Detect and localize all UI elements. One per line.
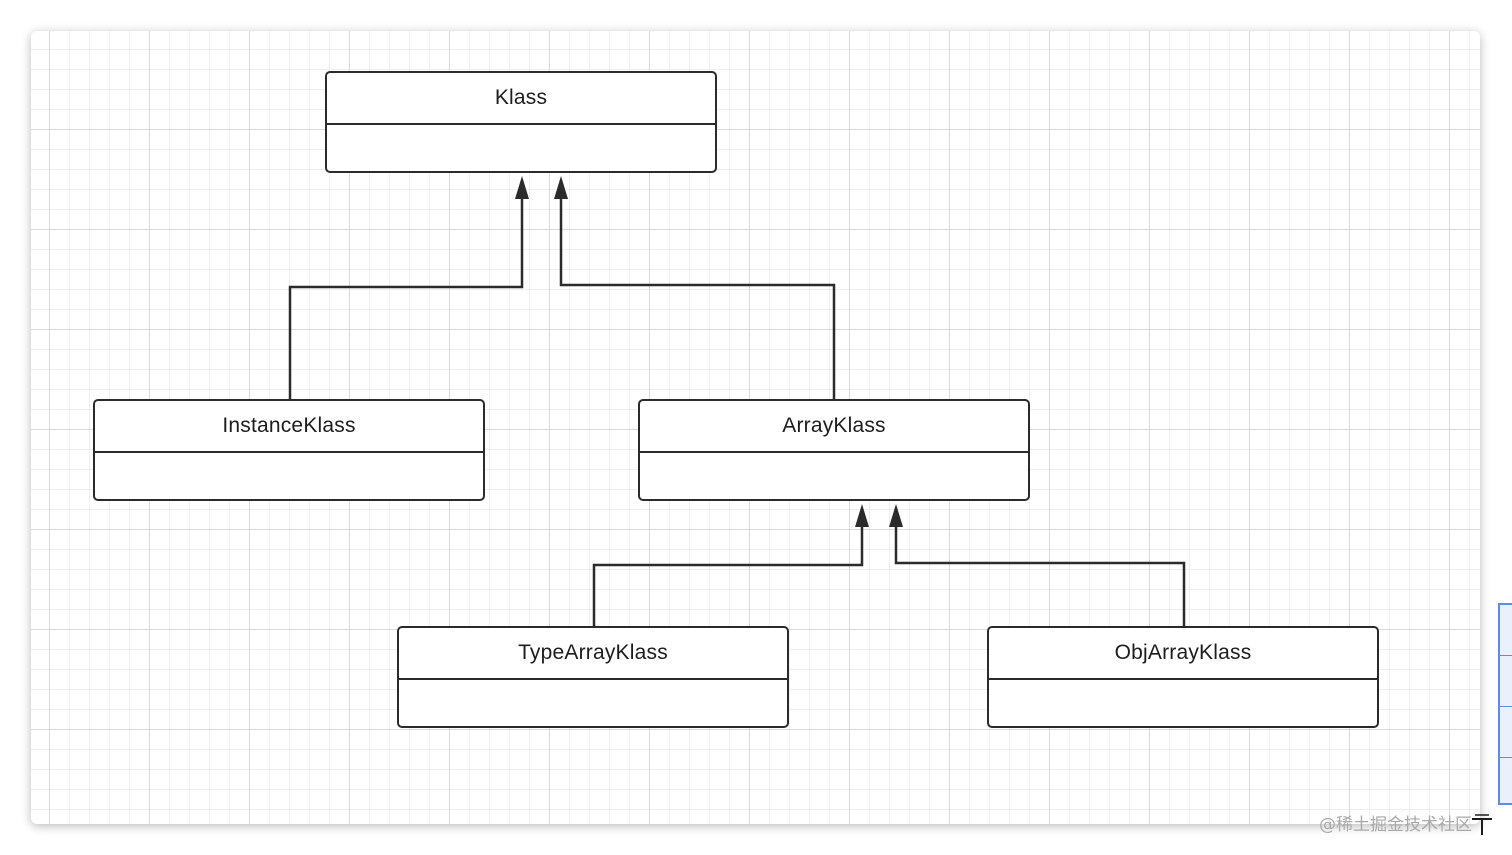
watermark: @稀土掘金技术社区 bbox=[1319, 815, 1472, 835]
cursor-icon bbox=[1472, 814, 1492, 835]
side-panel-edge[interactable] bbox=[1498, 603, 1512, 805]
class-name: Klass bbox=[327, 73, 715, 125]
class-name: TypeArrayKlass bbox=[399, 628, 787, 680]
class-arrayklass[interactable]: ArrayKlass bbox=[638, 399, 1030, 501]
class-name: InstanceKlass bbox=[95, 401, 483, 453]
class-klass[interactable]: Klass bbox=[325, 71, 717, 173]
class-typearrayklass[interactable]: TypeArrayKlass bbox=[397, 626, 789, 728]
class-instanceklass[interactable]: InstanceKlass bbox=[93, 399, 485, 501]
class-name: ObjArrayKlass bbox=[989, 628, 1377, 680]
class-name: ArrayKlass bbox=[640, 401, 1028, 453]
class-objarrayklass[interactable]: ObjArrayKlass bbox=[987, 626, 1379, 728]
